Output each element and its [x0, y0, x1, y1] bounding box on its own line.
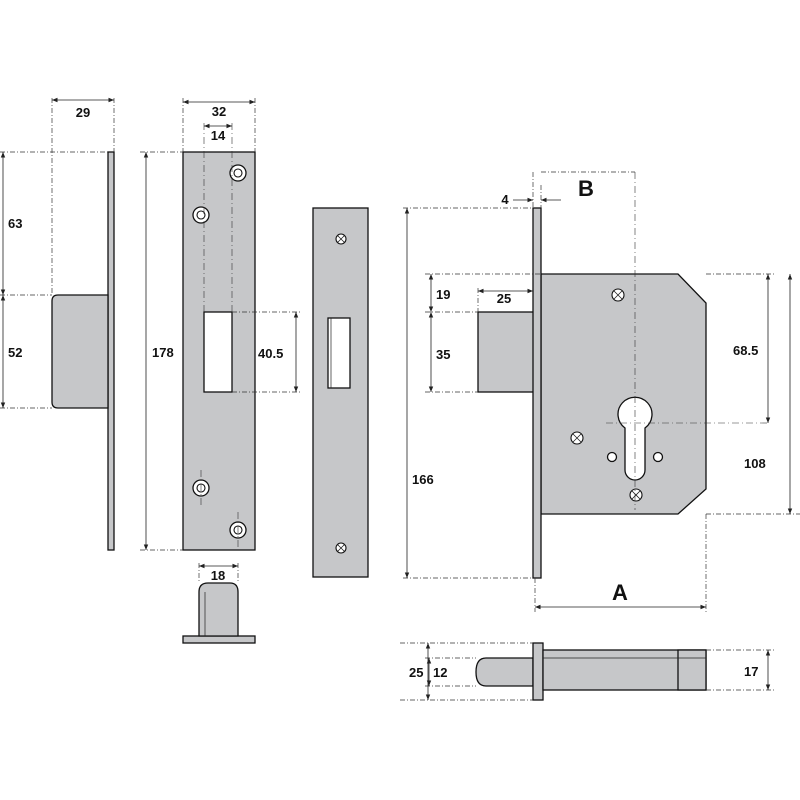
case-screw-1 — [611, 288, 625, 302]
dim-label-40-5: 40.5 — [258, 346, 283, 361]
bolt-section-end — [677, 649, 707, 691]
bolt-section-view: 25 12 17 — [400, 642, 775, 701]
dim-label-68-5: 68.5 — [733, 343, 758, 358]
strike-screw-top — [335, 233, 347, 245]
strike-screw-bottom — [335, 542, 347, 554]
dim-label-18: 18 — [211, 568, 225, 583]
dim-label-166: 166 — [412, 472, 434, 487]
striking-plate-view — [312, 207, 369, 578]
bolt-tip — [475, 657, 534, 687]
label-b: B — [578, 176, 594, 201]
side-elevation-view: 29 63 52 — [0, 97, 115, 551]
striking-plate-slot — [327, 317, 351, 389]
lock-case-body — [540, 273, 707, 515]
dim-label-4: 4 — [501, 192, 509, 207]
case-forend — [532, 207, 542, 579]
dim-label-29: 29 — [76, 105, 90, 120]
side-forend-plate — [107, 151, 115, 551]
striking-plate — [312, 207, 369, 578]
forend-face-view: 32 14 178 40.5 — [140, 98, 300, 551]
dim-label-178: 178 — [152, 345, 174, 360]
dim-label-63: 63 — [8, 216, 22, 231]
dim-label-17: 17 — [744, 664, 758, 679]
dim-label-19: 19 — [436, 287, 450, 302]
forend-bolt-slot — [203, 311, 233, 393]
case-bolt — [477, 311, 536, 393]
dim-label-12: 12 — [433, 665, 447, 680]
bolt-end-view: 18 — [182, 563, 256, 644]
case-screw-2 — [570, 431, 584, 445]
dim-label-35: 35 — [436, 347, 450, 362]
dim-label-14: 14 — [211, 128, 226, 143]
dim-label-52: 52 — [8, 345, 22, 360]
label-a: A — [612, 580, 628, 605]
bolt-section-forend — [532, 642, 544, 701]
dim-label-108: 108 — [744, 456, 766, 471]
bolt-end-base — [182, 635, 256, 644]
dim-label-25-bottom: 25 — [409, 665, 423, 680]
dim-label-25-top: 25 — [497, 291, 511, 306]
bolt-end-body — [198, 582, 239, 637]
side-bolt — [51, 294, 109, 409]
lock-case-view: 4 B 166 19 35 25 68.5 108 A — [403, 171, 800, 612]
case-screw-3 — [629, 488, 643, 502]
dim-label-32: 32 — [212, 104, 226, 119]
